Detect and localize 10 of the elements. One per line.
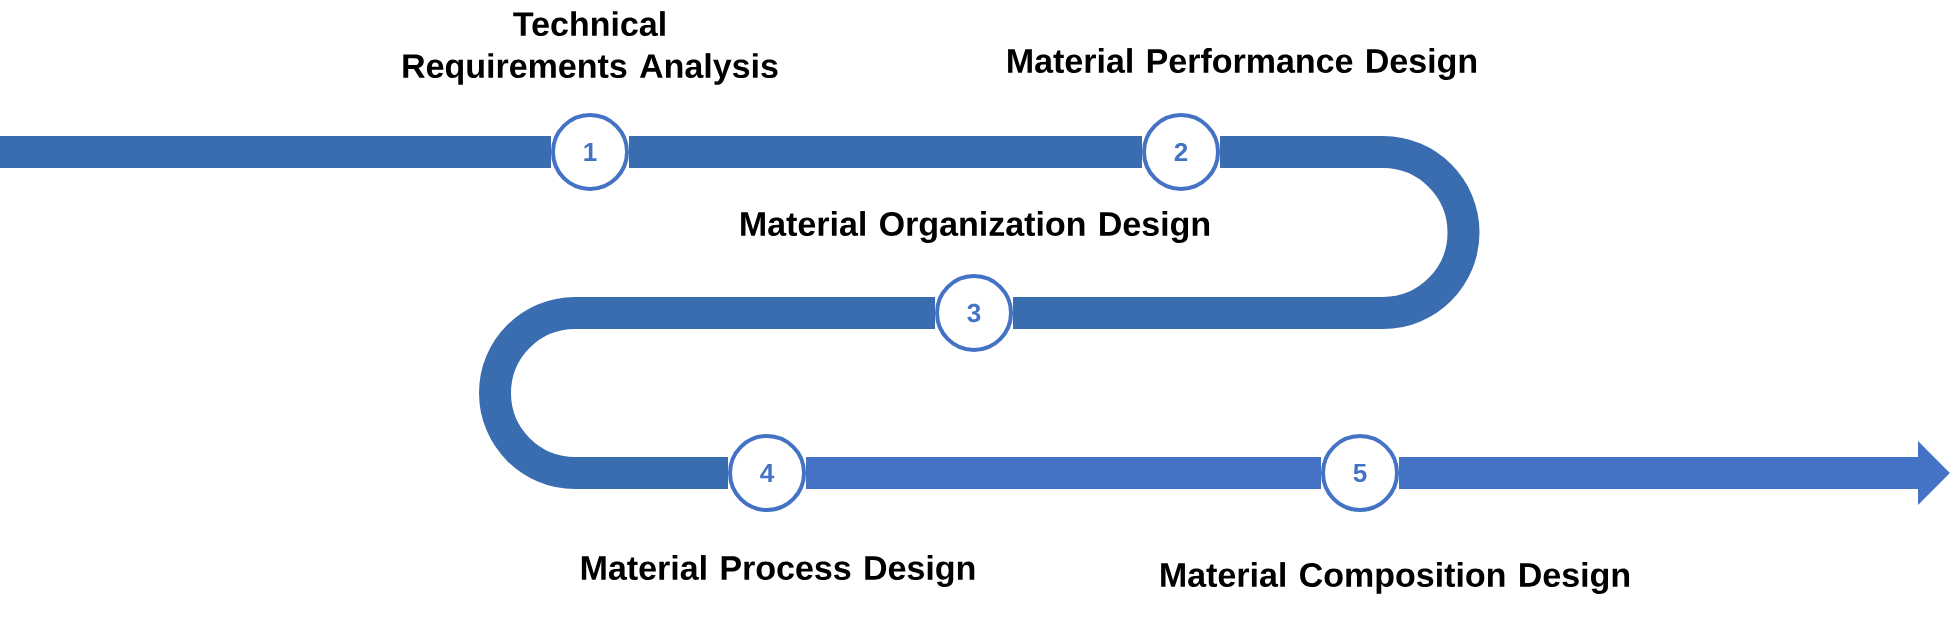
step-label: Material Process Design — [581, 555, 975, 587]
path-band — [479, 297, 935, 489]
path-band — [629, 136, 1142, 168]
step-label: Technical Requirements Analysis — [403, 11, 778, 85]
path-band — [0, 136, 551, 168]
step-label: Material Performance Design — [1008, 48, 1477, 80]
path-band — [806, 457, 1321, 489]
path-band — [1013, 136, 1480, 329]
step-label: Material Composition Design — [1161, 562, 1630, 594]
step-label: Material Organization Design — [741, 211, 1210, 243]
